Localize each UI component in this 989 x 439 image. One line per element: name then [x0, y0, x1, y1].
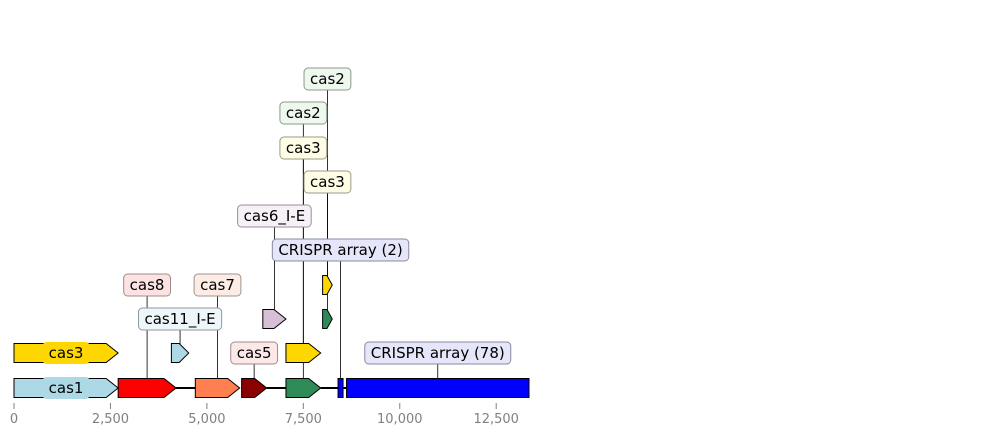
- position-axis: 0 2,500 5,000 7,500 10,000 12,500: [10, 403, 519, 427]
- feature-cas2-a: [285, 378, 322, 398]
- label-text: cas2: [286, 104, 321, 122]
- axis-tick-label: 5,000: [188, 412, 225, 427]
- label-box: [303, 170, 352, 194]
- label-cas3-a: cas3: [42, 342, 90, 364]
- gene-features: [13, 275, 530, 398]
- label-box: [193, 273, 242, 297]
- feature-cas2-b: [322, 309, 333, 329]
- feature-cas11: [170, 343, 190, 363]
- label-cas1: cas1: [42, 377, 90, 399]
- feature-cas7: [194, 378, 241, 398]
- label-box: [230, 341, 279, 365]
- feature-cas3-b: [285, 343, 322, 363]
- axis-tick-label: 7,500: [285, 412, 322, 427]
- feature-cas5: [241, 378, 268, 398]
- label-cas2-b: cas2: [303, 67, 352, 91]
- label-text: cas7: [200, 276, 235, 294]
- label-box: [271, 238, 410, 262]
- label-text: CRISPR array (78): [371, 344, 505, 362]
- label-text: cas3: [286, 139, 321, 157]
- feature-crispr-78: [346, 378, 530, 398]
- axis-tick-label: 0: [10, 412, 18, 427]
- label-cas11: cas11_I-E: [137, 307, 223, 331]
- axis-tick-label: 10,000: [377, 412, 423, 427]
- label-text: cas2: [310, 70, 345, 88]
- label-crispr-78: CRISPR array (78): [364, 341, 512, 365]
- label-text: cas1: [49, 379, 84, 397]
- label-text: CRISPR array (2): [278, 241, 402, 259]
- label-box: [237, 204, 312, 228]
- label-cas7: cas7: [193, 273, 242, 297]
- label-box: [364, 341, 512, 365]
- label-cas8: cas8: [123, 273, 171, 297]
- label-box: [279, 136, 328, 160]
- feature-cas8: [117, 378, 177, 398]
- axis-tick-label: 12,500: [473, 412, 519, 427]
- label-text: cas3: [310, 173, 345, 191]
- label-crispr-2: CRISPR array (2): [271, 238, 410, 262]
- feature-cas6: [262, 309, 287, 329]
- label-box: [42, 342, 90, 364]
- label-box: [303, 67, 352, 91]
- label-box: [279, 101, 328, 125]
- axis-tick-label: 2,500: [92, 412, 129, 427]
- label-text: cas6_I-E: [244, 207, 306, 226]
- feature-crispr-2: [337, 378, 344, 398]
- label-cas3-b: cas3: [279, 136, 328, 160]
- label-text: cas8: [130, 276, 165, 294]
- label-text: cas3: [49, 344, 84, 362]
- label-text: cas5: [237, 344, 272, 362]
- label-box: [137, 307, 223, 331]
- label-box: [42, 377, 90, 399]
- label-text: cas11_I-E: [144, 310, 215, 329]
- label-cas2-a: cas2: [279, 101, 328, 125]
- label-box: [123, 273, 171, 297]
- feature-cas3-c: [322, 275, 333, 295]
- label-cas6: cas6_I-E: [237, 204, 312, 228]
- label-cas3-c: cas3: [303, 170, 352, 194]
- label-cas5: cas5: [230, 341, 279, 365]
